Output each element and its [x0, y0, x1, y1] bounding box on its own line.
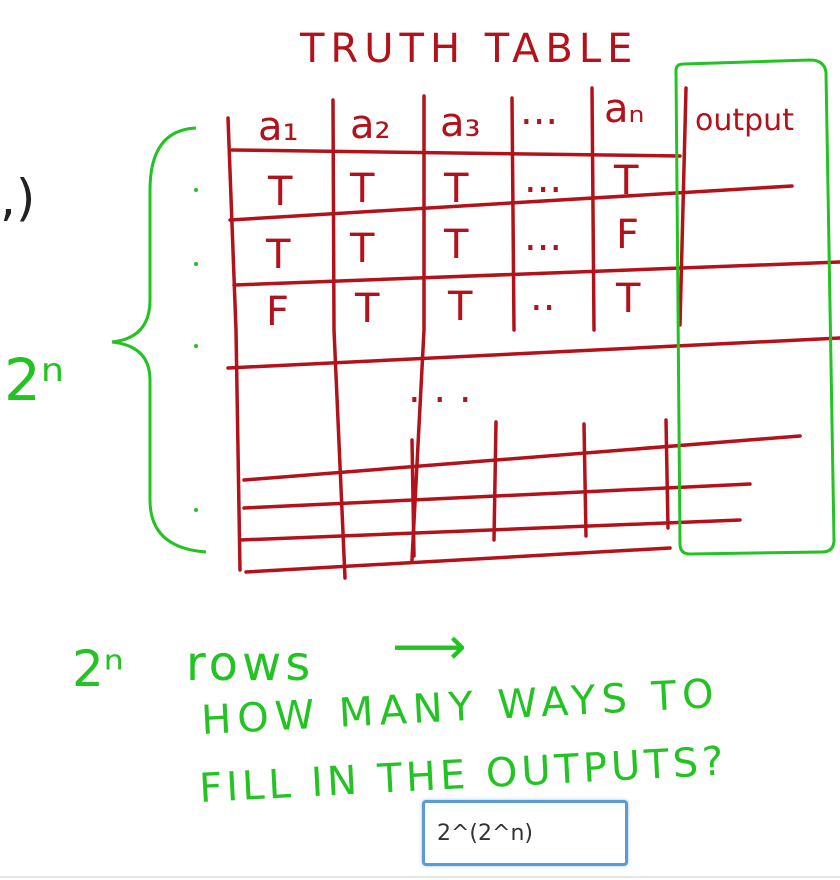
header-a2: a₂ — [350, 102, 391, 148]
cell: T — [613, 158, 639, 204]
answer-input[interactable] — [422, 800, 628, 866]
header-a1: a₁ — [258, 104, 299, 150]
left-fragment-text: ,) — [0, 169, 35, 227]
cell: T — [349, 226, 375, 272]
cell: T — [265, 232, 291, 278]
cell: T — [443, 222, 469, 268]
table-row: T T T ... T — [267, 156, 639, 215]
cell: T — [349, 166, 375, 212]
output-column-highlight — [674, 58, 836, 556]
note-rows: rows — [186, 636, 314, 692]
bottom-divider — [0, 876, 840, 878]
cell: T — [354, 286, 380, 332]
row-count-brace — [111, 126, 207, 554]
note-prefix: 2ⁿ — [72, 640, 124, 698]
header-a3: a₃ — [440, 100, 481, 146]
note-arrow: ⟶ — [392, 617, 467, 677]
cell: ... — [524, 156, 562, 202]
header-output: output — [695, 103, 794, 138]
cell: .. — [530, 274, 555, 320]
table-row: T T T ... F — [265, 212, 639, 278]
brace-dots — [194, 188, 198, 512]
table-headers: a₁ a₂ a₃ ... aₙ output — [258, 86, 794, 150]
header-an: aₙ — [604, 86, 644, 132]
cell: T — [447, 284, 473, 330]
cell: F — [266, 289, 289, 335]
header-ellipsis: ... — [520, 88, 558, 134]
cell: ... — [524, 214, 562, 260]
truth-table-title: TRUTH TABLE — [299, 26, 638, 72]
cell: T — [443, 166, 469, 212]
brace-label: 2ⁿ — [4, 346, 64, 414]
truth-table-grid — [226, 86, 840, 580]
cell: T — [267, 169, 293, 215]
rows-ellipsis: . . . — [408, 366, 472, 412]
cell: F — [616, 212, 639, 258]
table-row: F T T .. T — [266, 274, 641, 335]
cell: T — [615, 276, 641, 322]
